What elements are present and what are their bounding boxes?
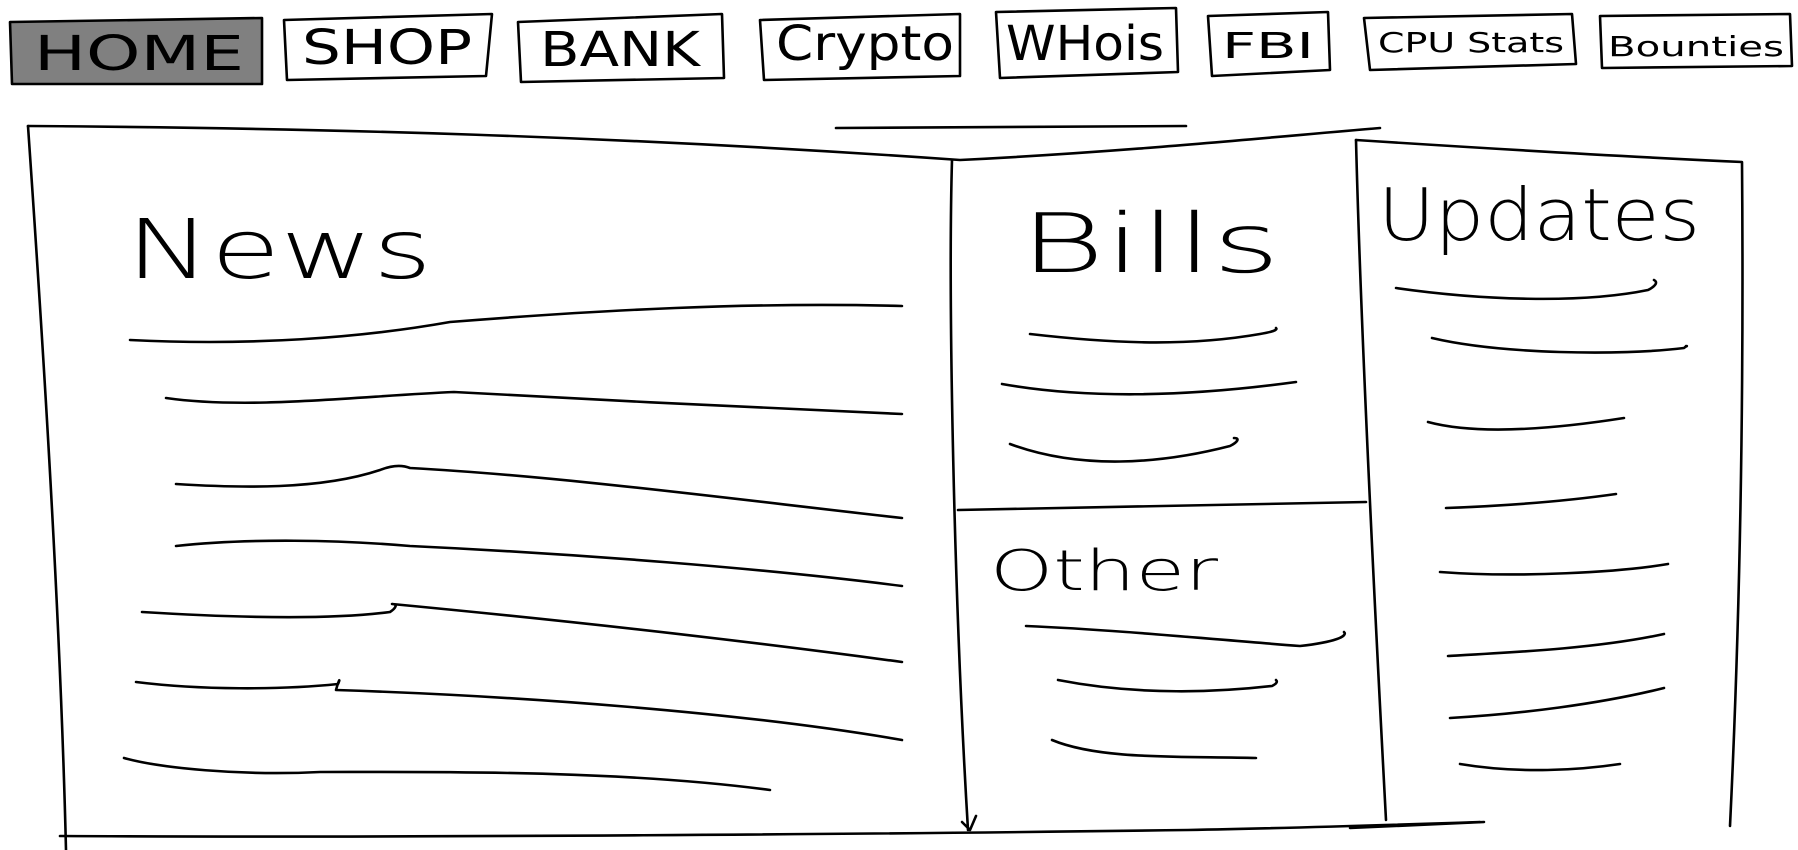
bills-title: Bills: [1020, 197, 1280, 292]
nav-item-crypto-label: Crypto: [776, 16, 954, 72]
nav-item-bank[interactable]: BANK: [516, 12, 726, 84]
updates-lines-placeholder: [1394, 278, 1689, 772]
nav-item-home-label: HOME: [34, 26, 244, 82]
nav-item-fbi-label: FBI: [1222, 26, 1314, 67]
nav-item-home[interactable]: HOME: [8, 16, 264, 86]
updates-panel: Updates: [1378, 173, 1700, 772]
bills-other-divider: [956, 500, 1368, 512]
nav-item-shop-label: SHOP: [302, 20, 472, 76]
nav-item-bounties-label: Bounties: [1608, 30, 1784, 63]
news-lines-placeholder: [122, 303, 904, 792]
panel-dividers: [949, 138, 1744, 832]
nav-item-bank-label: BANK: [540, 22, 702, 78]
bills-panel: Bills: [956, 197, 1368, 512]
nav-bar: HOME SHOP BANK Crypto WHois: [8, 6, 1794, 86]
nav-item-bounties[interactable]: Bounties: [1598, 12, 1794, 70]
other-title: Other: [990, 539, 1218, 604]
nav-item-cpu-stats-label: CPU Stats: [1378, 26, 1564, 59]
nav-item-crypto[interactable]: Crypto: [758, 12, 962, 82]
other-panel: Other: [990, 539, 1347, 760]
nav-item-whois[interactable]: WHois: [994, 6, 1180, 80]
nav-item-shop[interactable]: SHOP: [282, 12, 494, 82]
other-lines-placeholder: [1024, 624, 1347, 760]
nav-item-fbi[interactable]: FBI: [1206, 10, 1332, 78]
news-title: News: [126, 203, 432, 298]
bills-lines-placeholder: [1000, 326, 1298, 463]
news-panel: News: [122, 203, 904, 792]
updates-title: Updates: [1378, 173, 1700, 257]
nav-item-whois-label: WHois: [1006, 16, 1164, 72]
nav-item-cpu-stats[interactable]: CPU Stats: [1362, 12, 1578, 72]
main-frame: [26, 124, 1482, 850]
